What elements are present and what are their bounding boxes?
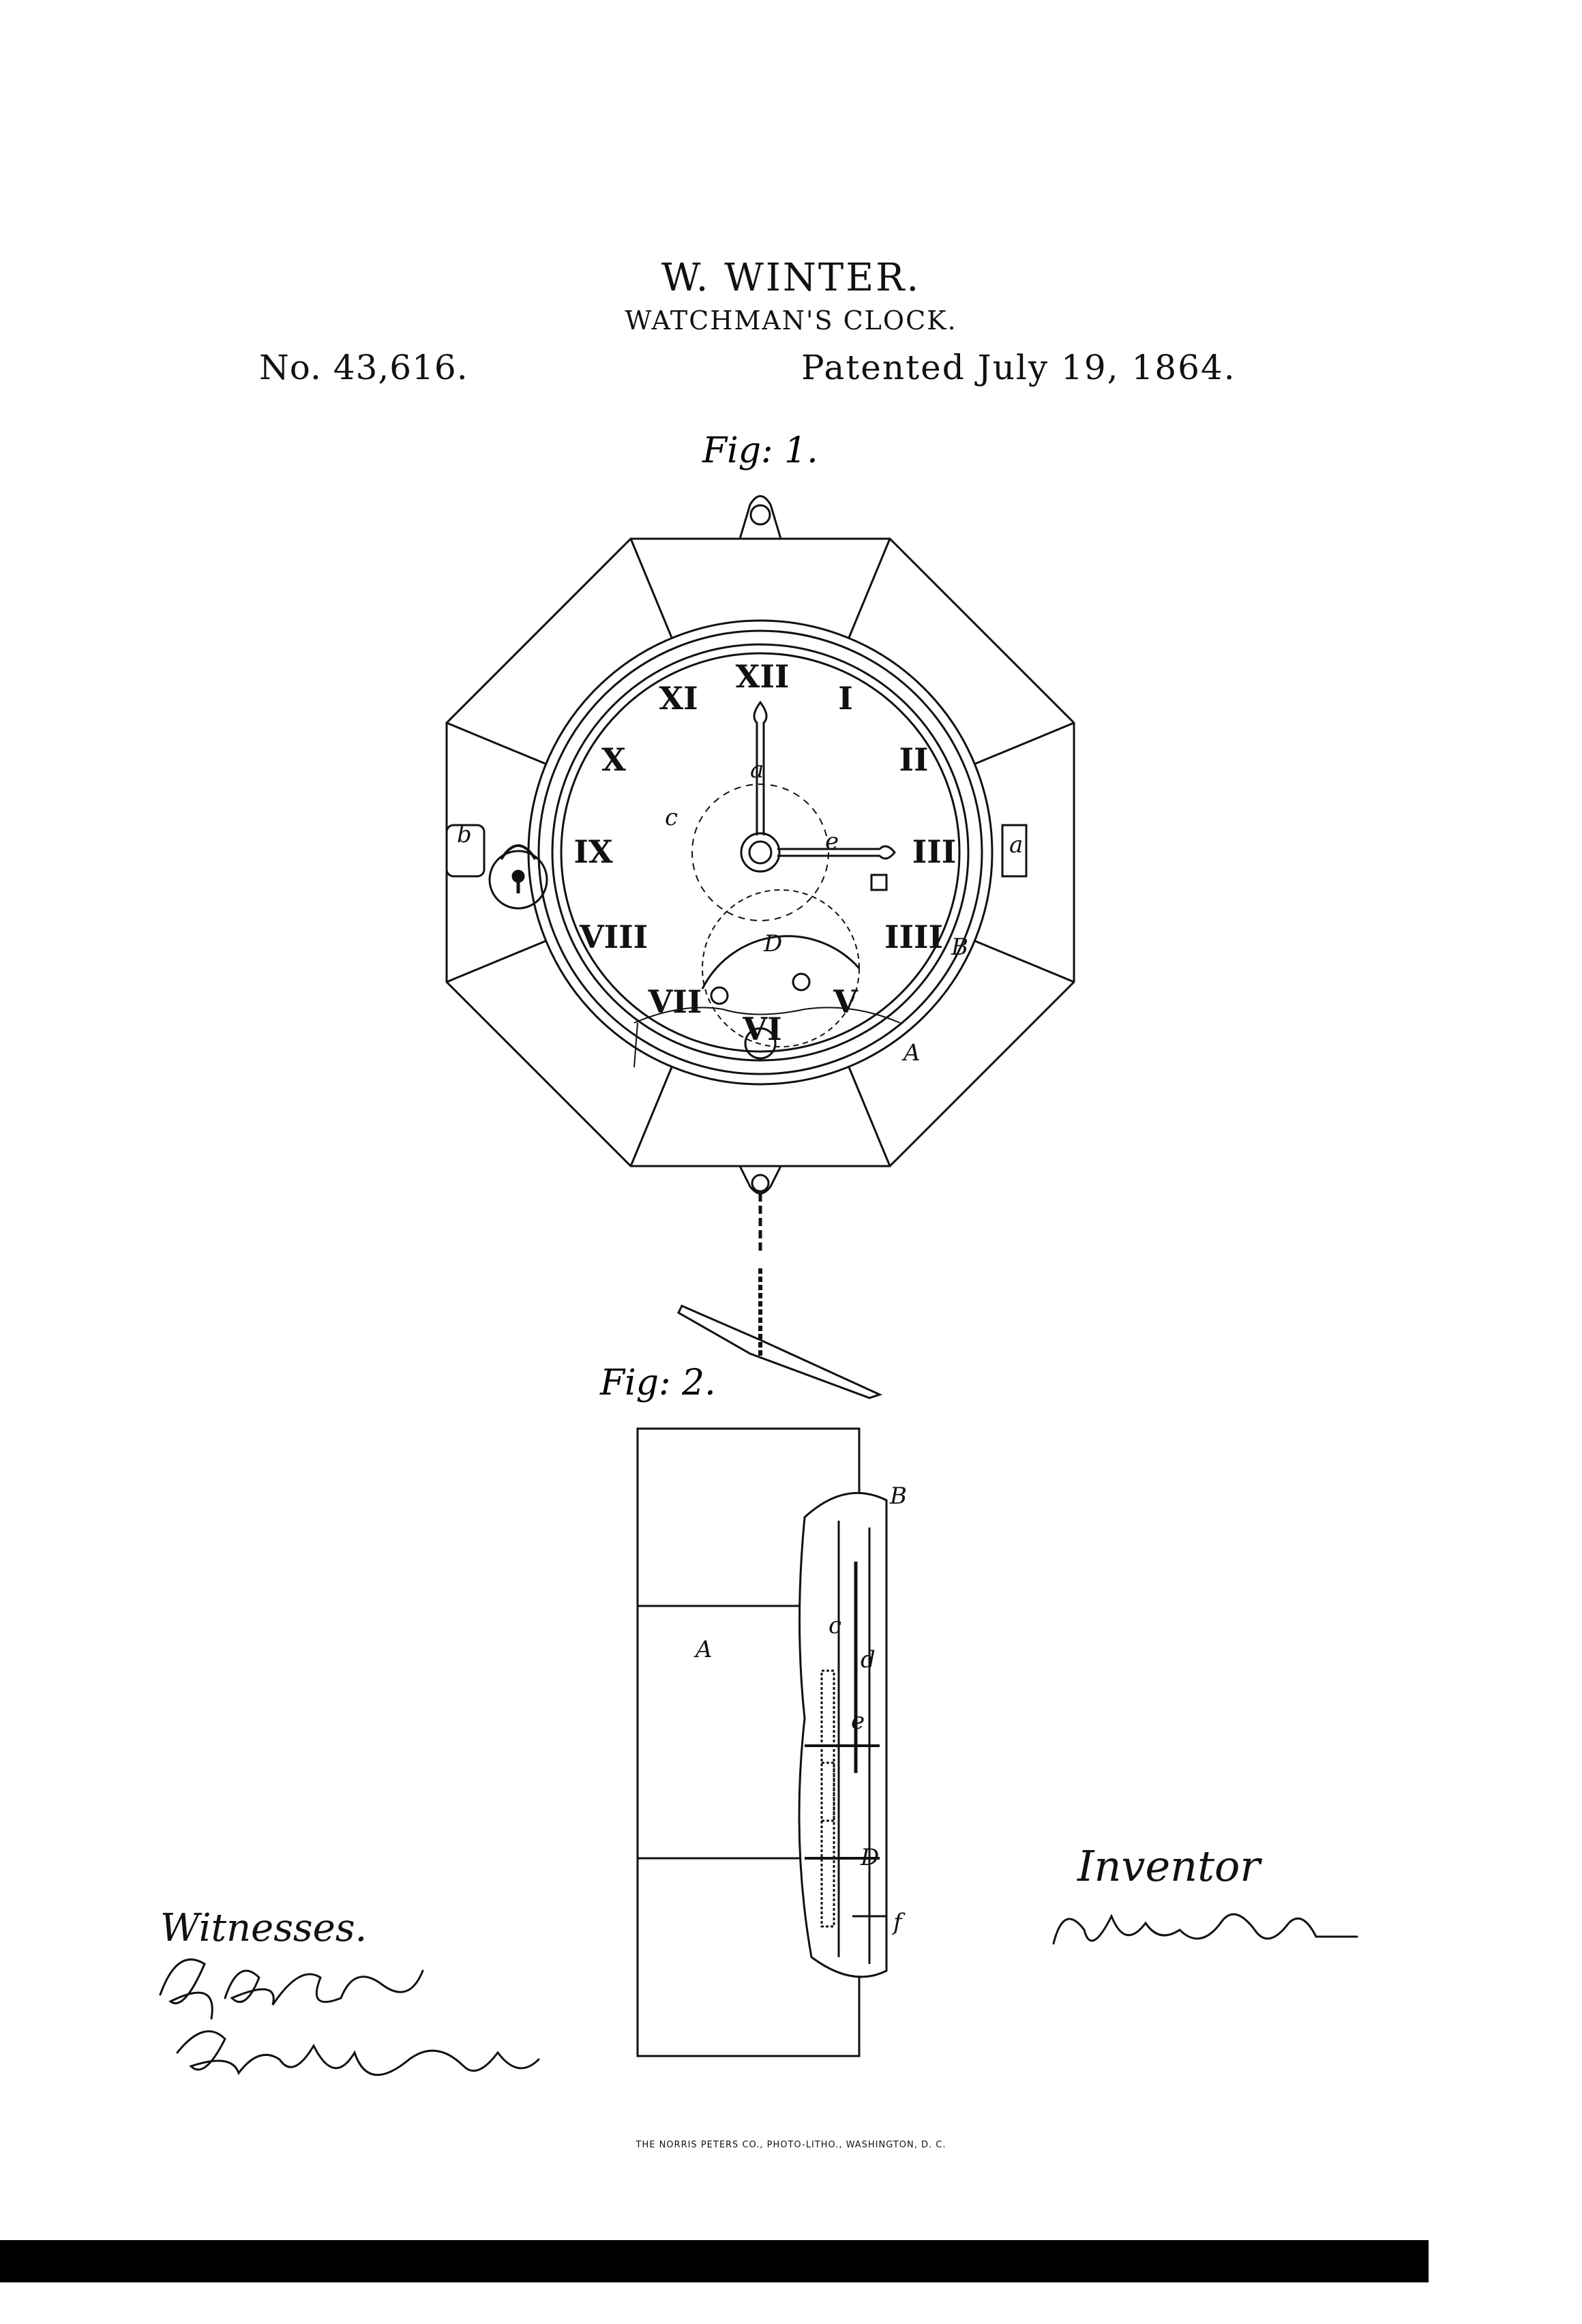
numeral-7: VII	[648, 983, 702, 1020]
fig1-letter-D: D	[763, 930, 782, 957]
numeral-5: V	[833, 983, 859, 1020]
fig2-letter-D: D	[860, 1844, 879, 1871]
inventor-label: Inventor	[1077, 1841, 1260, 1891]
numeral-2: II	[899, 741, 928, 778]
fig2-letter-A: A	[693, 1636, 713, 1663]
numeral-12: XII	[736, 658, 790, 695]
numeral-11: XI	[659, 680, 698, 717]
fig1-letter-a2: a	[1009, 831, 1023, 859]
witnesses-label: Witnesses.	[160, 1906, 367, 1950]
fig1-letter-c: c	[665, 804, 678, 831]
witness-signature-1	[160, 1959, 423, 2018]
fig1-clock	[447, 496, 1074, 1399]
fig2-section	[638, 1429, 886, 2056]
fig1-letter-A: A	[901, 1039, 921, 1067]
numeral-3: III	[912, 833, 957, 870]
inventor-signature	[1054, 1914, 1357, 1943]
printer-credit: THE NORRIS PETERS CO., PHOTO-LITHO., WAS…	[409, 2140, 1173, 2150]
numeral-8: VIII	[579, 919, 648, 955]
numeral-1: I	[838, 680, 853, 717]
numeral-10: X	[601, 741, 626, 778]
fig2-letter-d: d	[861, 1646, 876, 1673]
fig1-label: Fig: 1.	[702, 430, 818, 471]
fig1-dial-numerals: XII I II III IIII V VI VII VIII IX X XI	[573, 658, 956, 1047]
fig2-label: Fig: 2.	[599, 1362, 716, 1403]
numeral-6: VI	[742, 1011, 781, 1047]
fig1-letter-e: e	[825, 828, 839, 855]
fig2-letter-c: c	[829, 1612, 841, 1639]
fig1-letter-b: b	[457, 821, 472, 848]
fig1-reference-letters: a b c D e a B A	[457, 756, 1023, 1067]
fig1-letter-B: B	[951, 934, 968, 961]
fig2-letter-f: f	[891, 1909, 906, 1936]
fig2-letter-e: e	[851, 1708, 865, 1735]
fig1-letter-a: a	[750, 756, 764, 784]
numeral-4: IIII	[884, 919, 943, 955]
fig2-letter-B: B	[889, 1483, 907, 1510]
numeral-9: IX	[573, 833, 613, 870]
witness-signature-2	[177, 2031, 539, 2075]
scan-border-bar	[0, 2240, 1429, 2282]
